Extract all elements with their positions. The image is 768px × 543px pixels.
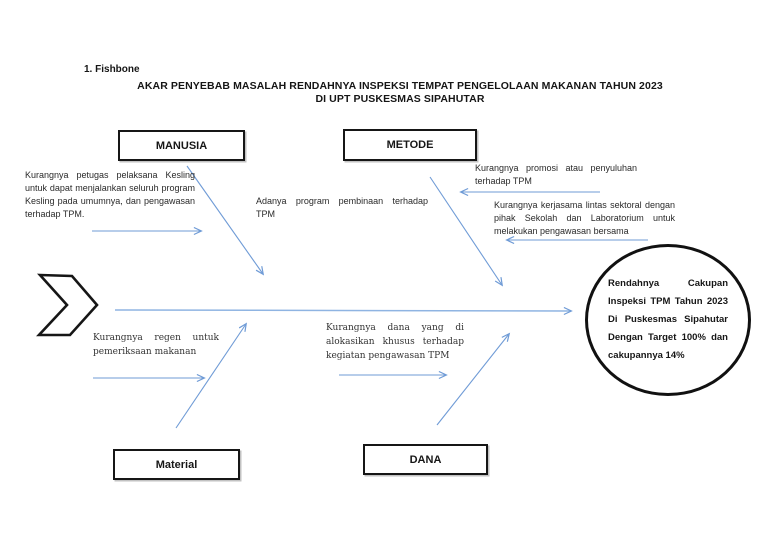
category-box-dana: DANA (363, 444, 488, 475)
metode-branch-line (429, 176, 502, 285)
cause-text-dana: Kurangnya dana yang di alokasikan khusus… (326, 323, 464, 361)
dana-branch-line (436, 334, 509, 426)
cause-text-kerjasama: Kurangnya kerjasama lintas sektoral deng… (494, 200, 675, 236)
diagram-title-line1: AKAR PENYEBAB MASALAH RENDAHNYA INSPEKSI… (137, 80, 663, 92)
category-box-metode: METODE (343, 129, 477, 161)
cause-text-promosi: Kurangnya promosi atau penyuluhan terhad… (475, 163, 637, 186)
category-label-dana: DANA (409, 453, 442, 466)
category-box-material: Material (113, 449, 240, 480)
spine-line (114, 310, 571, 311)
fish-tail-chevron (36, 273, 99, 337)
cause-text-material: Kurangnya regen untuk pemeriksaan makana… (93, 333, 219, 357)
list-item-label: 1. Fishbone (84, 64, 140, 75)
material-branch-line (175, 324, 246, 429)
category-label-metode: METODE (386, 139, 434, 151)
category-box-manusia: MANUSIA (118, 130, 245, 161)
effect-circle: Rendahnya Cakupan Inspeksi TPM Tahun 202… (585, 244, 751, 396)
category-label-manusia: MANUSIA (155, 139, 208, 152)
effect-text: Rendahnya Cakupan Inspeksi TPM Tahun 202… (608, 278, 728, 361)
diagram-title-line2: DI UPT PUSKESMAS SIPAHUTAR (315, 93, 485, 105)
cause-text-manusia: Kurangnya petugas pelaksana Kesling untu… (25, 170, 195, 219)
manusia-branch-line (186, 165, 263, 274)
diagram-title: AKAR PENYEBAB MASALAH RENDAHNYA INSPEKSI… (100, 80, 700, 106)
cause-text-pembinaan: Adanya program pembinaan terhadap TPM (256, 196, 428, 219)
category-label-material: Material (155, 458, 198, 471)
